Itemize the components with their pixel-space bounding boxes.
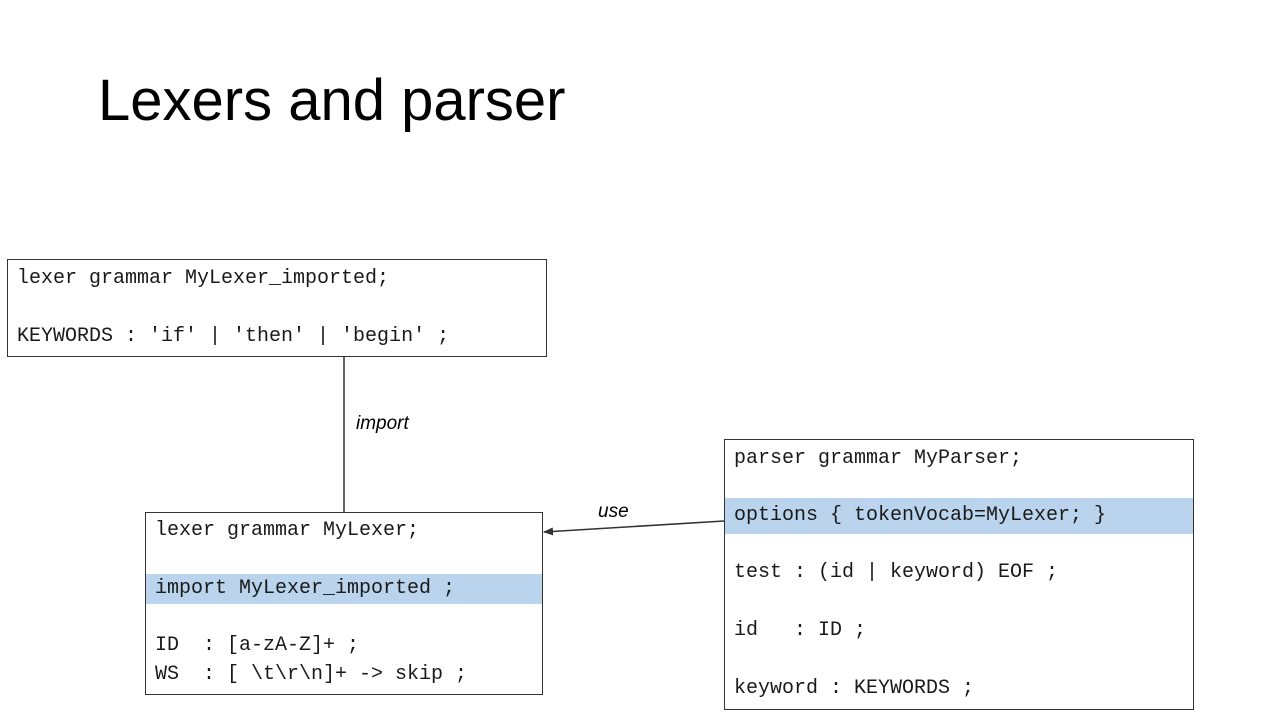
parser-grammar-box: parser grammar MyParser; options { token… [724, 439, 1194, 710]
main-lexer-grammar-box: lexer grammar MyLexer; import MyLexer_im… [145, 512, 543, 695]
code-line: parser grammar MyParser; [734, 447, 1023, 470]
use-label: use [598, 501, 629, 522]
code-line: lexer grammar MyLexer; [155, 519, 420, 542]
slide-title: Lexers and parser [98, 68, 566, 133]
code-line: WS : [ \t\r\n]+ -> skip ; [155, 663, 468, 686]
code-line: import MyLexer_imported ; [155, 577, 456, 600]
code-line [146, 606, 542, 630]
code-line [725, 476, 1193, 500]
imported-lexer-grammar-box: lexer grammar MyLexer_imported; KEYWORDS… [7, 259, 547, 357]
options-line-highlight [725, 498, 1193, 534]
code-line: keyword : KEYWORDS ; [734, 677, 975, 700]
code-line [146, 548, 542, 572]
code-line [725, 533, 1193, 557]
code-line: ID : [a-zA-Z]+ ; [155, 634, 360, 657]
import-label: import [356, 413, 409, 434]
code-line: KEYWORDS : 'if' | 'then' | 'begin' ; [17, 325, 450, 348]
code-line [725, 648, 1193, 672]
code-line: test : (id | keyword) EOF ; [734, 561, 1059, 584]
code-line: lexer grammar MyLexer_imported; [17, 267, 390, 290]
code-line [8, 296, 546, 320]
code-line [725, 590, 1193, 614]
code-line: options { tokenVocab=MyLexer; } [734, 504, 1107, 527]
code-line: id : ID ; [734, 619, 867, 642]
import-line-highlight [146, 574, 542, 604]
use-arrow [543, 520, 725, 536]
